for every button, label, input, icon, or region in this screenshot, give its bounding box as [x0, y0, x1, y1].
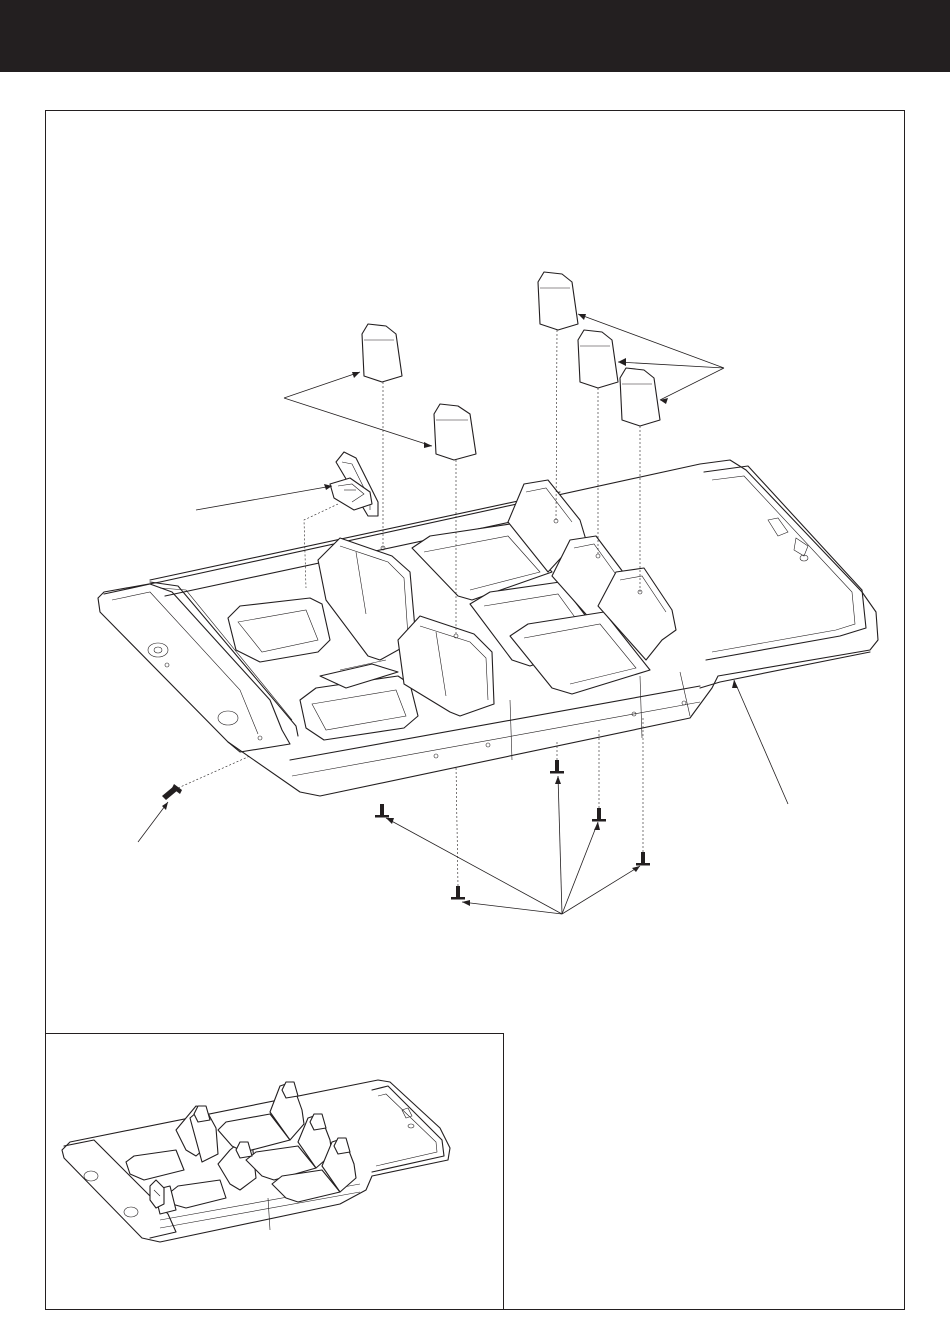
screw-3 — [550, 760, 564, 774]
screw-2 — [451, 886, 465, 900]
screw-5 — [636, 852, 650, 866]
headrest-right-1 — [538, 272, 578, 330]
screw-4 — [592, 808, 606, 822]
headrest-left-1 — [362, 324, 402, 382]
headrest-right-3 — [620, 368, 660, 426]
screw-front — [162, 784, 182, 800]
screw-1 — [375, 804, 389, 818]
headrest-right-2 — [578, 330, 618, 388]
headrest-left-2 — [434, 404, 476, 460]
inset-assembled-body — [62, 1080, 450, 1242]
